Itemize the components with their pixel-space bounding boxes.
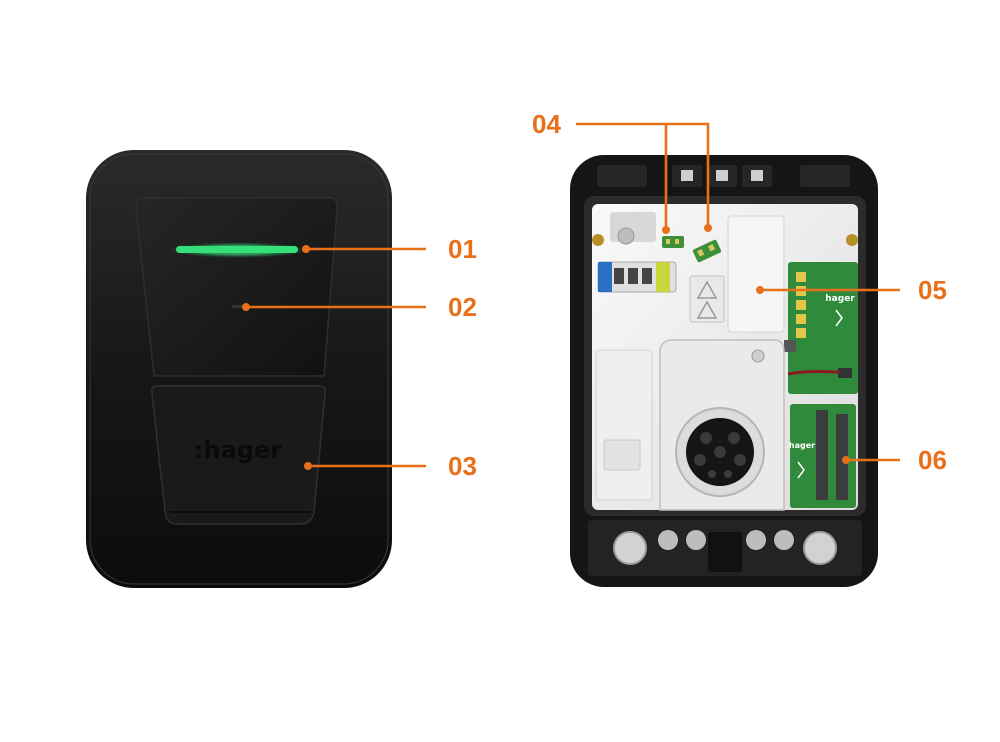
callout-02: 02 (242, 292, 477, 322)
top-ports (597, 165, 850, 187)
pcb-brand-logo-upper: hager (825, 294, 855, 304)
front-brand-logo: :hager (194, 436, 282, 464)
callout-label-01: 01 (448, 234, 477, 264)
callout-label-02: 02 (448, 292, 477, 322)
front-unit: :hager (86, 150, 392, 588)
mains-terminal-block (597, 261, 677, 293)
control-pcb-upper: hager (784, 262, 858, 394)
inner-white-zone (727, 215, 785, 333)
callout-01: 01 (302, 234, 477, 264)
cable-glands (588, 520, 862, 576)
callout-label-04: 04 (532, 109, 561, 139)
type2-socket (675, 407, 765, 497)
callout-label-06: 06 (918, 445, 947, 475)
callout-label-03: 03 (448, 451, 477, 481)
callout-label-05: 05 (918, 275, 947, 305)
pcb-brand-logo-lower: hager (789, 441, 815, 450)
callout-03: 03 (304, 451, 477, 481)
control-pcb-lower: hager (789, 404, 856, 508)
signal-connector-1 (662, 236, 684, 248)
socket-cover-flap (151, 385, 326, 525)
front-upper-panel (135, 197, 338, 377)
signal-connector-2 (692, 239, 722, 263)
callouts: 01 02 03 04 05 06 (242, 109, 947, 481)
open-unit: hager hager (570, 155, 878, 587)
status-led-bar (176, 246, 298, 253)
callout-05: 05 (756, 275, 947, 305)
callout-06: 06 (842, 445, 947, 475)
callout-04: 04 (532, 109, 712, 234)
